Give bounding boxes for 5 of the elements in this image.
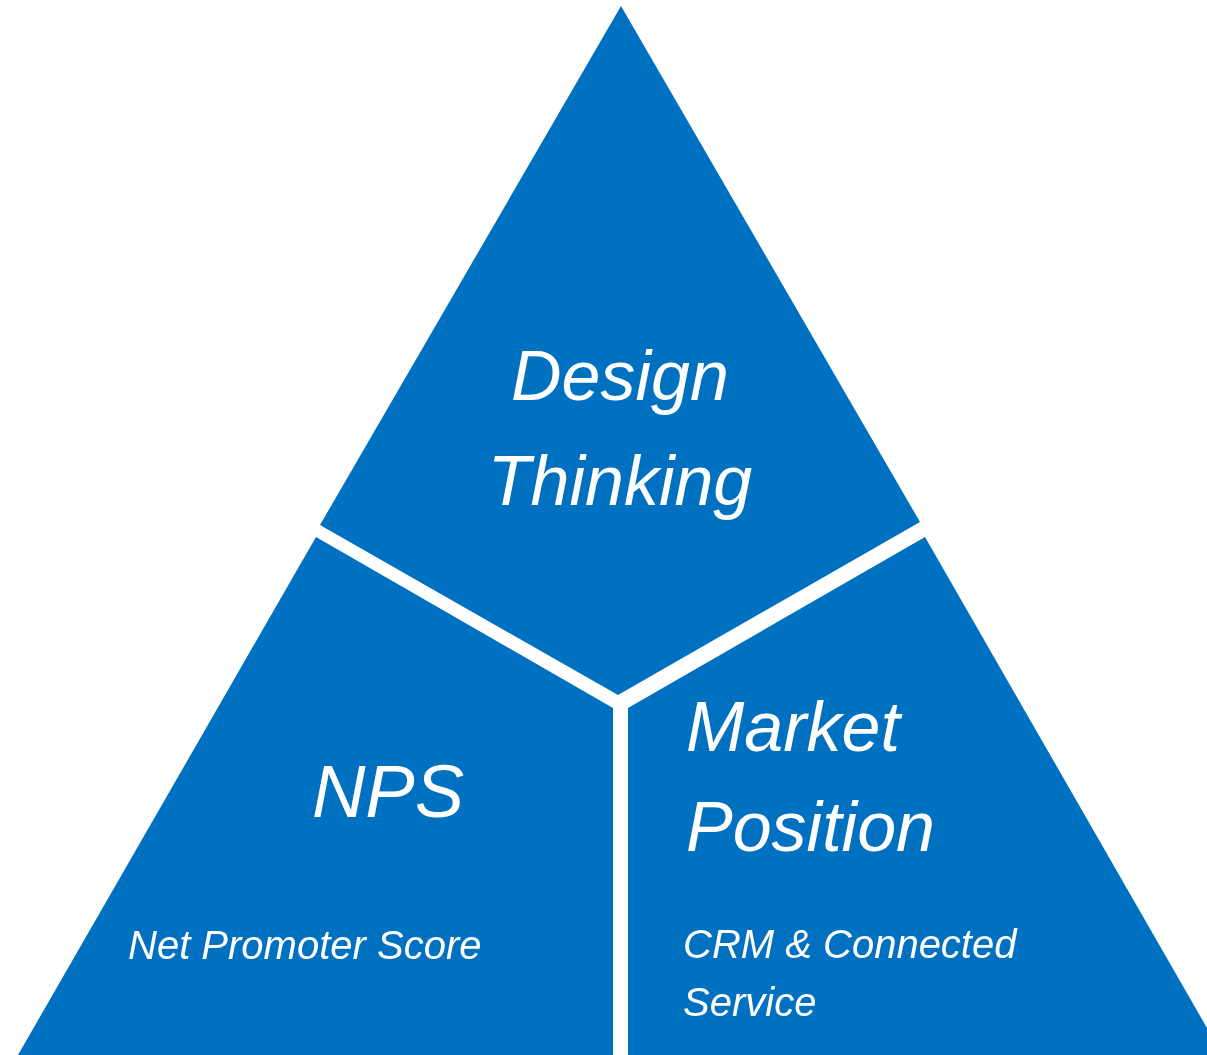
segment-subtitle: CRM & Connected Service bbox=[683, 921, 1019, 1026]
segment-title: Market Position bbox=[686, 687, 937, 868]
segment-title: Design Thinking bbox=[486, 336, 754, 522]
segment-title: NPS bbox=[310, 749, 466, 835]
segment-subtitle: Net Promoter Score bbox=[128, 922, 483, 969]
